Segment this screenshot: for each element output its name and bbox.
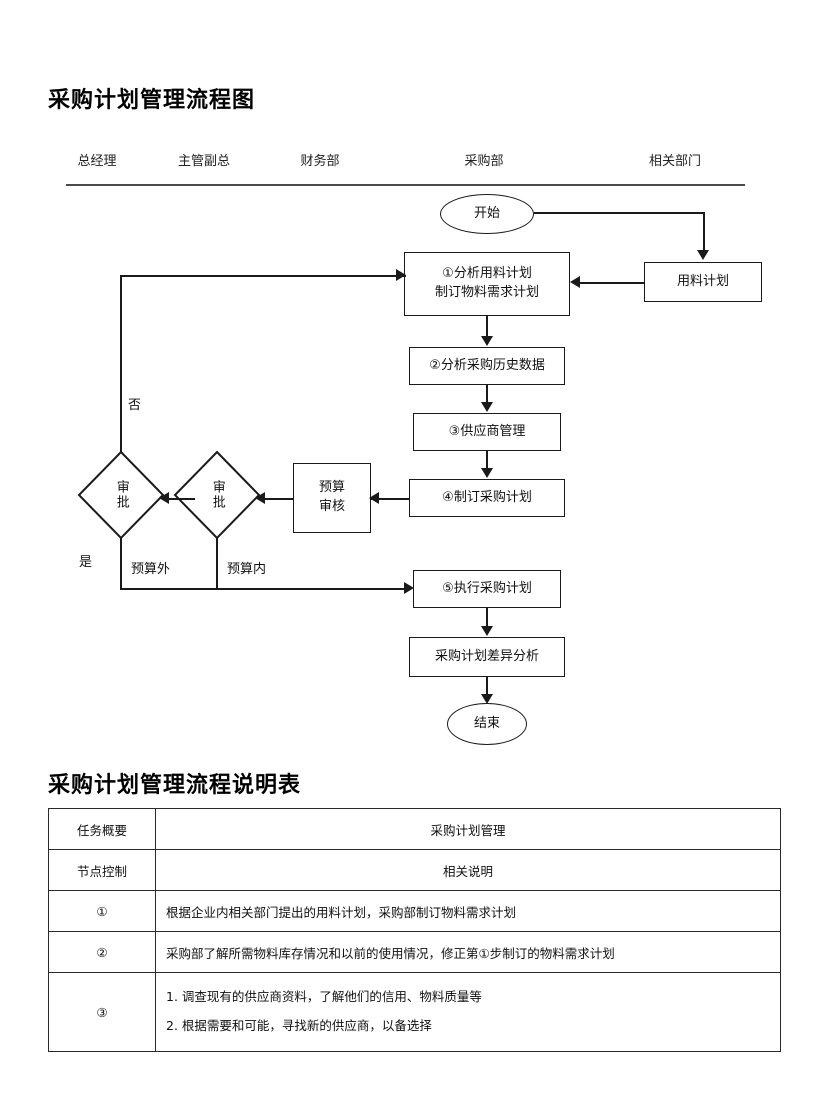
lane-label-general-manager: 总经理 (77, 154, 117, 169)
node-step-3-label: ③供应商管理 (448, 423, 526, 439)
table-cell-key: ② (48, 931, 156, 973)
edge-approval-vp-to-approval-gm (165, 498, 195, 500)
arrowhead-into-step-1-left (396, 269, 406, 281)
table-cell-value: 根据企业内相关部门提出的用料计划，采购部制订物料需求计划 (155, 890, 781, 932)
edge-no-vertical (120, 275, 122, 452)
edge-in-budget-vertical (216, 538, 218, 589)
lane-label-vice-president: 主管副总 (177, 154, 231, 169)
arrowhead-into-step-3 (481, 402, 493, 412)
table-row: 任务概要 采购计划管理 (48, 808, 781, 850)
table-row: 节点控制 相关说明 (48, 849, 781, 891)
node-approval-vice-president: 审批 (173, 450, 261, 540)
arrowhead-into-approval-gm (159, 492, 169, 504)
node-end: 结束 (447, 703, 527, 745)
arrowhead-into-end (481, 694, 493, 704)
edge-step-4-to-budget-review (371, 498, 409, 500)
lane-label-finance-dept: 财务部 (300, 154, 340, 169)
table-row: ② 采购部了解所需物料库存情况和以前的使用情况，修正第①步制订的物料需求计划 (48, 931, 781, 973)
node-material-plan: 用料计划 (644, 262, 762, 302)
table-cell-subitem: 2. 根据需要和可能，寻找新的供应商，以备选择 (166, 1018, 432, 1033)
edge-step-2-to-step-3 (486, 385, 488, 403)
lane-label-related-depts: 相关部门 (648, 154, 702, 169)
spec-table: 任务概要 采购计划管理 节点控制 相关说明 ① 根据企业内相关部门提出的用料计划… (48, 808, 781, 1052)
node-start: 开始 (440, 194, 534, 234)
node-step-1: ①分析用料计划 制订物料需求计划 (404, 252, 570, 316)
arrowhead-into-approval-vp (255, 492, 265, 504)
table-cell-value: 采购计划管理 (155, 808, 781, 850)
node-step-2-label: ②分析采购历史数据 (429, 357, 545, 373)
edge-start-to-material-plan-v (703, 212, 705, 252)
node-step-5: ⑤执行采购计划 (413, 570, 561, 608)
table-cell-value-list: 1. 调查现有的供应商资料，了解他们的信用、物料质量等 2. 根据需要和可能，寻… (155, 972, 781, 1052)
edge-label-in-budget: 预算内 (227, 562, 267, 577)
lane-label-purchasing-dept: 采购部 (464, 154, 504, 169)
edge-label-out-of-budget: 预算外 (131, 562, 171, 577)
arrowhead-into-step-4 (481, 468, 493, 478)
arrowhead-into-step-2 (481, 336, 493, 346)
table-cell-key: 节点控制 (48, 849, 156, 891)
spec-table-title: 采购计划管理流程说明表 (48, 773, 302, 798)
arrowhead-into-material-plan (697, 250, 709, 260)
node-step-4-label: ④制订采购计划 (442, 489, 532, 505)
table-cell-value: 相关说明 (155, 849, 781, 891)
flowchart-title: 采购计划管理流程图 (48, 88, 256, 113)
node-budget-review: 预算 审核 (293, 463, 371, 533)
node-end-label: 结束 (473, 715, 500, 731)
edge-step-1-to-step-2 (486, 316, 488, 337)
table-cell-key: ③ (48, 972, 156, 1052)
edge-label-no: 否 (128, 398, 142, 413)
edge-label-yes: 是 (79, 555, 93, 570)
table-cell-value: 采购部了解所需物料库存情况和以前的使用情况，修正第①步制订的物料需求计划 (155, 931, 781, 973)
edge-start-to-material-plan-h (534, 212, 704, 214)
lane-header-divider (66, 184, 745, 186)
node-step-3: ③供应商管理 (413, 413, 561, 451)
node-approval-general-manager-label: 审批 (113, 480, 129, 510)
edge-step-5-to-variance (486, 608, 488, 627)
edge-yes-horizontal (120, 588, 410, 590)
node-approval-vice-president-label: 审批 (209, 480, 225, 510)
node-start-label: 开始 (473, 205, 500, 221)
node-step-1-line-2: 制订物料需求计划 (434, 285, 539, 300)
edge-variance-to-end (486, 677, 488, 695)
table-row: ③ 1. 调查现有的供应商资料，了解他们的信用、物料质量等 2. 根据需要和可能… (48, 972, 781, 1052)
arrowhead-into-variance (481, 626, 493, 636)
table-cell-key: ① (48, 890, 156, 932)
table-cell-key: 任务概要 (48, 808, 156, 850)
node-step-4: ④制订采购计划 (409, 479, 565, 517)
node-variance-analysis: 采购计划差异分析 (409, 637, 565, 677)
spec-table-body: 任务概要 采购计划管理 节点控制 相关说明 ① 根据企业内相关部门提出的用料计划… (48, 808, 781, 1052)
arrowhead-into-step-1-right (570, 276, 580, 288)
node-step-2: ②分析采购历史数据 (409, 347, 565, 385)
node-approval-general-manager: 审批 (77, 450, 165, 540)
node-budget-review-line-2: 审核 (318, 499, 345, 514)
edge-step-3-to-step-4 (486, 451, 488, 469)
table-row: ① 根据企业内相关部门提出的用料计划，采购部制订物料需求计划 (48, 890, 781, 932)
node-step-5-label: ⑤执行采购计划 (442, 580, 532, 596)
node-material-plan-label: 用料计划 (676, 273, 729, 289)
arrowhead-into-budget-review (369, 492, 379, 504)
arrowhead-into-step-5 (404, 582, 414, 594)
node-step-1-line-1: ①分析用料计划 (442, 266, 532, 282)
node-variance-analysis-label: 采购计划差异分析 (434, 648, 539, 664)
edge-budget-review-to-approval-vp (261, 498, 293, 500)
table-cell-subitem: 1. 调查现有的供应商资料，了解他们的信用、物料质量等 (166, 989, 482, 1005)
edge-material-plan-to-step-1 (578, 282, 644, 284)
node-budget-review-line-1: 预算 (318, 480, 345, 496)
edge-yes-vertical (120, 538, 122, 589)
edge-no-horizontal (120, 275, 406, 277)
